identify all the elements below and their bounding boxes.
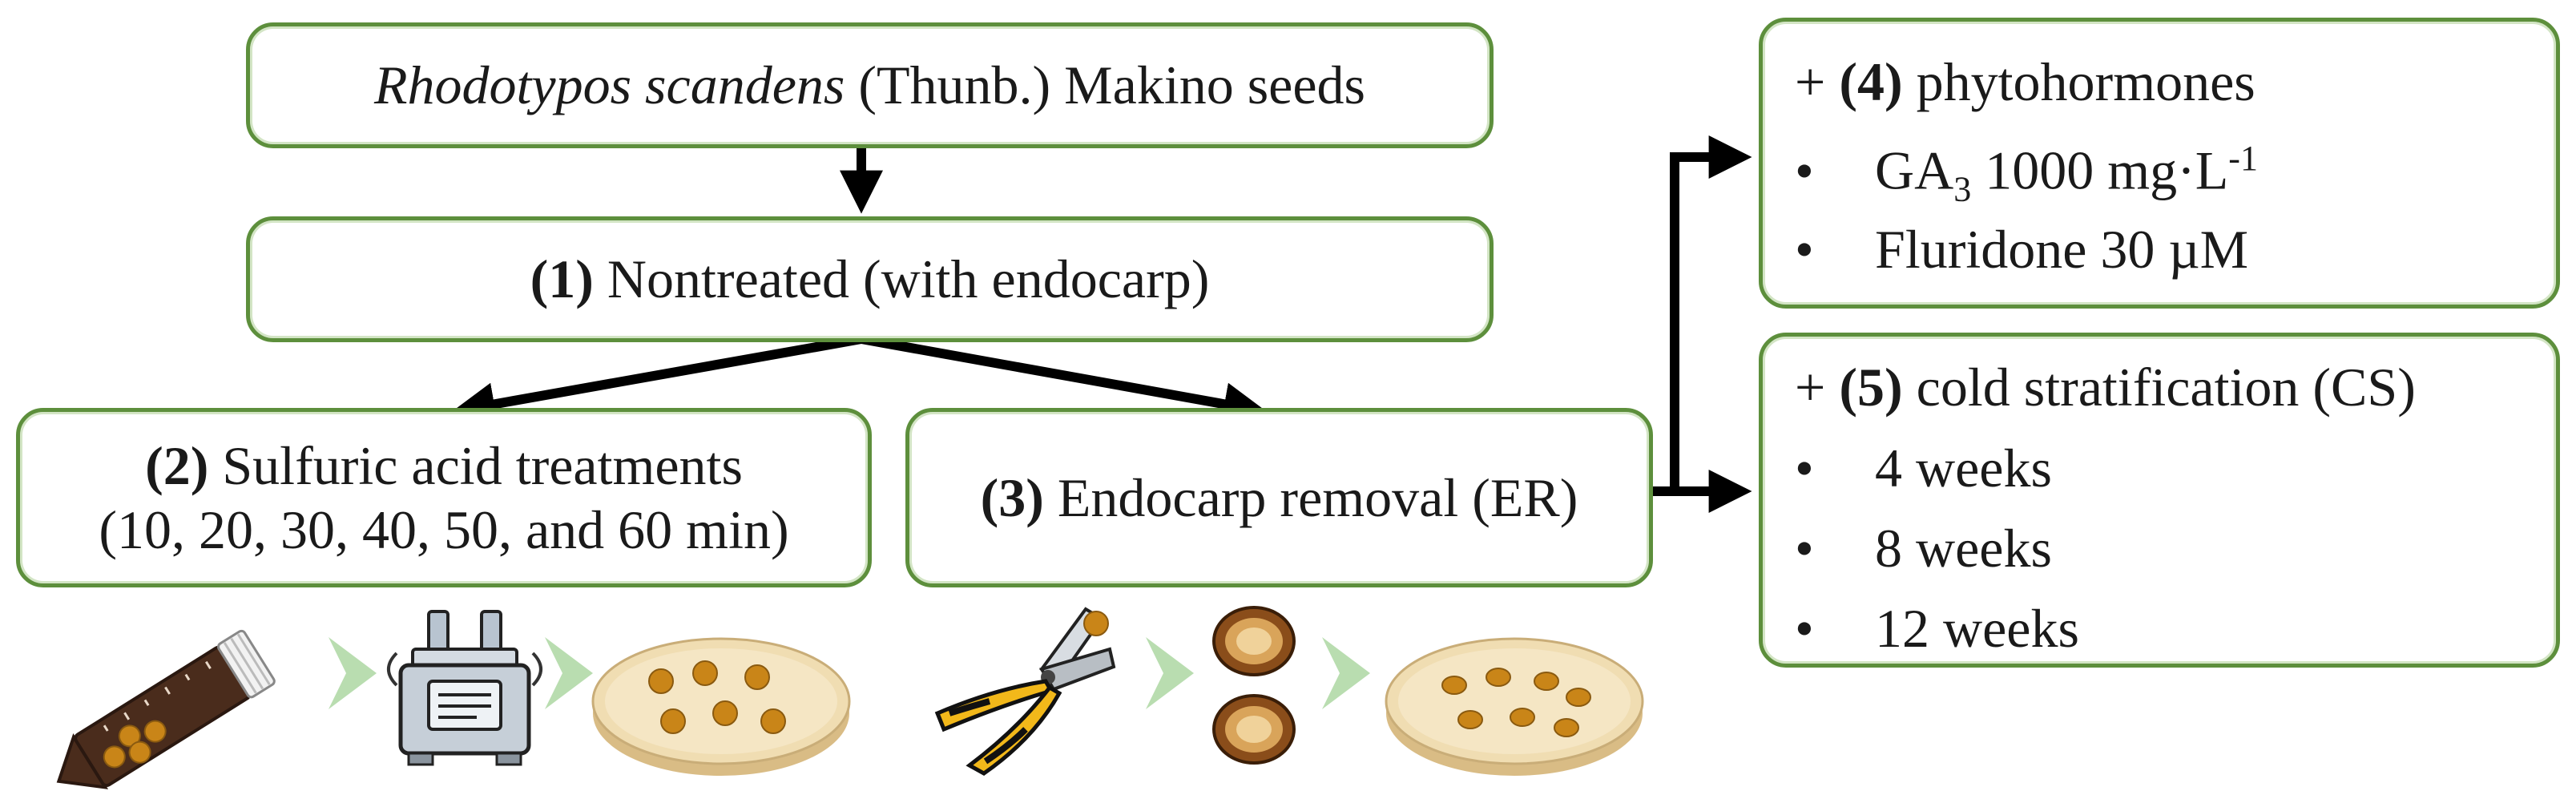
species-label: Rhodotypos scandens (Thunb.) Makino seed… (374, 53, 1365, 117)
species-box: Rhodotypos scandens (Thunb.) Makino seed… (246, 22, 1494, 148)
step1-label: (1) Nontreated (with endocarp) (530, 247, 1210, 311)
arrow-step3-to-step4 (1651, 135, 1752, 496)
bullet-dot: • (1795, 438, 1814, 498)
step3-number: (3) (980, 466, 1044, 528)
ga3-value: 1000 mg·L (1971, 139, 2229, 201)
step3-label: (3) Endocarp removal (ER) (981, 466, 1578, 530)
step5-number: (5) (1839, 357, 1903, 418)
step4-prefix: + (1795, 51, 1840, 112)
step4-text: phytohormones (1902, 51, 2256, 112)
step4-box: + (4) phytohormones • GA3 1000 mg·L-1 • Fl… (1759, 18, 2560, 309)
ga3-subscript: 3 (1953, 169, 1972, 209)
step4-number: (4) (1839, 51, 1903, 112)
flow-chevron-icon (545, 637, 593, 709)
step2-label: (2) Sulfuric acid treatments (145, 434, 743, 498)
flow-chevron-icon (1322, 637, 1370, 709)
step4-item-ga3: • GA3 1000 mg·L-1 (1795, 138, 2258, 209)
arrow-step1-to-step2 (451, 334, 863, 426)
step2-durations: (10, 20, 30, 40, 50, and 60 min) (99, 499, 789, 560)
flow-chevron-icon (329, 637, 377, 709)
split-seed-icon (1212, 606, 1296, 765)
bullet-dot: • (1795, 518, 1814, 579)
step4-item-fluridone: • Fluridone 30 µM (1795, 218, 2248, 281)
step2-box: (2) Sulfuric acid treatments (10, 20, 30… (16, 408, 872, 587)
step5-item-3: • 12 weeks (1795, 597, 2079, 660)
bullet-dot: • (1795, 219, 1814, 280)
species-rest: (Thunb.) Makino seeds (845, 54, 1366, 116)
step5-prefix: + (1795, 357, 1840, 418)
step2-number: (2) (145, 434, 209, 496)
step5-box: + (5) cold stratification (CS) •4 weeks … (1759, 333, 2560, 668)
step5-item-2: • 8 weeks (1795, 517, 2052, 580)
step3-text: Endocarp removal (ER) (1043, 466, 1578, 528)
shaker-machine-icon (387, 610, 542, 766)
step5-text: cold stratification (CS) (1902, 357, 2416, 418)
bullet-dot: • (1795, 139, 1814, 201)
cs-duration-8: 8 weeks (1875, 518, 2052, 579)
step4-title: + (4) phytohormones (1795, 50, 2256, 114)
arrow-step1-to-step3 (860, 334, 1268, 426)
flow-chevron-icon (1146, 637, 1194, 709)
cs-duration-4: 4 weeks (1875, 438, 2052, 498)
step1-number: (1) (530, 248, 594, 310)
ga3-base: GA (1875, 139, 1954, 201)
pruning-shears-icon (934, 607, 1116, 776)
petri-dish-icon (591, 637, 851, 776)
step1-text: Nontreated (with endocarp) (593, 248, 1210, 310)
seed-tube-icon (56, 629, 276, 789)
species-italic-name: Rhodotypos scandens (373, 54, 845, 116)
cs-duration-12: 12 weeks (1875, 598, 2079, 659)
ga3-superscript: -1 (2228, 139, 2258, 178)
step2-text: Sulfuric acid treatments (208, 434, 743, 496)
step3-box: (3) Endocarp removal (ER) (905, 408, 1653, 587)
step1-box: (1) Nontreated (with endocarp) (246, 216, 1494, 342)
step5-title: + (5) cold stratification (CS) (1795, 356, 2416, 419)
petri-dish-icon (1385, 637, 1644, 776)
step5-item-1: • 4 weeks (1795, 437, 2052, 500)
fluridone-label: Fluridone 30 µM (1875, 219, 2249, 280)
bullet-dot: • (1795, 598, 1814, 659)
